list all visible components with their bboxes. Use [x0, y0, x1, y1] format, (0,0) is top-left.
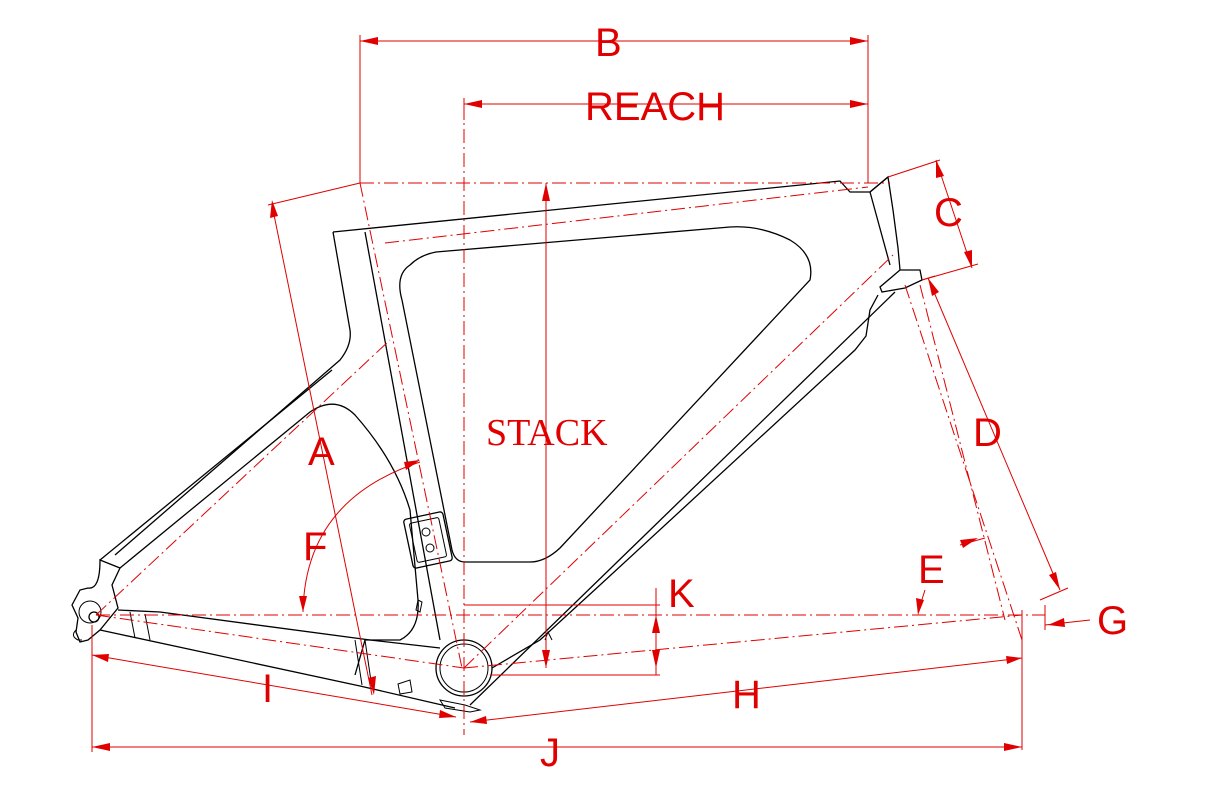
down-tube-centerline: [463, 254, 894, 669]
down-tube-lower-edge: [469, 291, 896, 706]
g-arrow: [1048, 618, 1065, 627]
virtual-top-tube-line: [384, 186, 869, 244]
label-c: C: [934, 191, 963, 235]
frame-centerlines: [95, 105, 1045, 735]
d-arrow-top: [928, 278, 939, 296]
e-arrow-lower: [916, 598, 924, 615]
b-arrow-left: [360, 37, 378, 45]
i-arrow-left: [92, 654, 109, 662]
d-dimension-line: [927, 277, 1061, 591]
label-a: A: [308, 430, 335, 474]
e-arrow: [960, 538, 978, 548]
h-dimension-line: [469, 657, 1023, 723]
bottom-bracket-cable-guide: [438, 699, 482, 713]
j-arrow-left: [92, 743, 110, 751]
seat-tube-bolt: [415, 599, 423, 613]
top-tube-top-edge: [332, 176, 889, 233]
derailleur-bolt-upper: [421, 527, 431, 537]
c-extension-top: [887, 159, 941, 178]
h-arrow-right: [1006, 656, 1022, 664]
fork-offset-line: [919, 284, 1006, 621]
seat-stay-centerline: [95, 339, 391, 616]
k-arrow-top: [652, 615, 660, 633]
seat-stay-outer-edge: [99, 369, 333, 561]
k-arrow-bottom: [652, 650, 660, 668]
dimension-labels: B REACH C D STACK A F E K G I H J: [262, 21, 1128, 775]
a-dimension-line: [271, 204, 373, 696]
derailleur-hanger: [72, 629, 82, 641]
seat-tube-centerline: [359, 182, 463, 669]
f-arrow-bottom: [299, 596, 307, 612]
c-arrow-top: [936, 160, 944, 178]
bb-to-front-axle-line: [463, 614, 1023, 669]
i-dimension-line: [91, 654, 457, 718]
rear-dropout: [71, 559, 121, 643]
label-f: F: [303, 525, 327, 569]
bike-frame-outline: [71, 175, 923, 713]
i-arrow-right: [439, 710, 456, 718]
d-extension-bottom: [1039, 587, 1069, 601]
dimension-lines: [91, 35, 1091, 752]
derailleur-bolt-lower: [425, 543, 435, 553]
f-angle-arc: [302, 461, 421, 613]
front-derailleur-mount: [403, 511, 453, 569]
f-arrow-top: [404, 460, 420, 470]
a-arrow-bottom: [368, 676, 376, 695]
label-k: K: [668, 572, 695, 616]
chain-stay-detail: [129, 611, 373, 689]
h-arrow-left: [470, 716, 487, 724]
head-tube-front-edge: [869, 191, 891, 266]
stack-arrow-bottom: [542, 650, 550, 668]
label-j: J: [540, 731, 560, 775]
chain-stay-upper-edge: [117, 609, 441, 649]
label-i: I: [262, 667, 273, 711]
stack-arrow-top: [542, 183, 550, 201]
seat-tube-rear-edge: [364, 231, 441, 641]
chain-stay-centerline: [95, 614, 465, 669]
front-derailleur-mount-inner: [409, 517, 447, 563]
down-tube-upper-edge: [491, 294, 879, 669]
rear-axle-boss: [78, 600, 102, 624]
label-h: H: [732, 673, 761, 717]
label-d: D: [973, 411, 1002, 455]
j-arrow-right: [1004, 743, 1022, 751]
d-arrow-bottom: [1049, 572, 1060, 590]
c-dimension-line: [935, 159, 973, 269]
a-arrow-top: [270, 200, 278, 218]
b-arrow-right: [850, 37, 868, 45]
c-arrow-bottom: [964, 250, 972, 268]
seat-stay-lower-edge: [119, 403, 419, 676]
reach-arrow-right: [850, 100, 868, 108]
label-reach: REACH: [585, 85, 725, 129]
a-extension-top: [267, 182, 361, 206]
chainstay-bridge: [397, 679, 413, 695]
label-e: E: [918, 548, 945, 592]
fork-centerline: [904, 284, 1023, 641]
label-g: G: [1097, 599, 1128, 643]
seat-tube-front-edge: [114, 231, 351, 556]
label-stack: STACK: [486, 412, 608, 454]
label-b: B: [595, 21, 622, 65]
chain-stay-lower-edge: [99, 629, 456, 709]
reach-arrow-left: [464, 100, 482, 108]
head-tube: [869, 175, 923, 293]
front-triangle-cutout: [399, 226, 812, 563]
